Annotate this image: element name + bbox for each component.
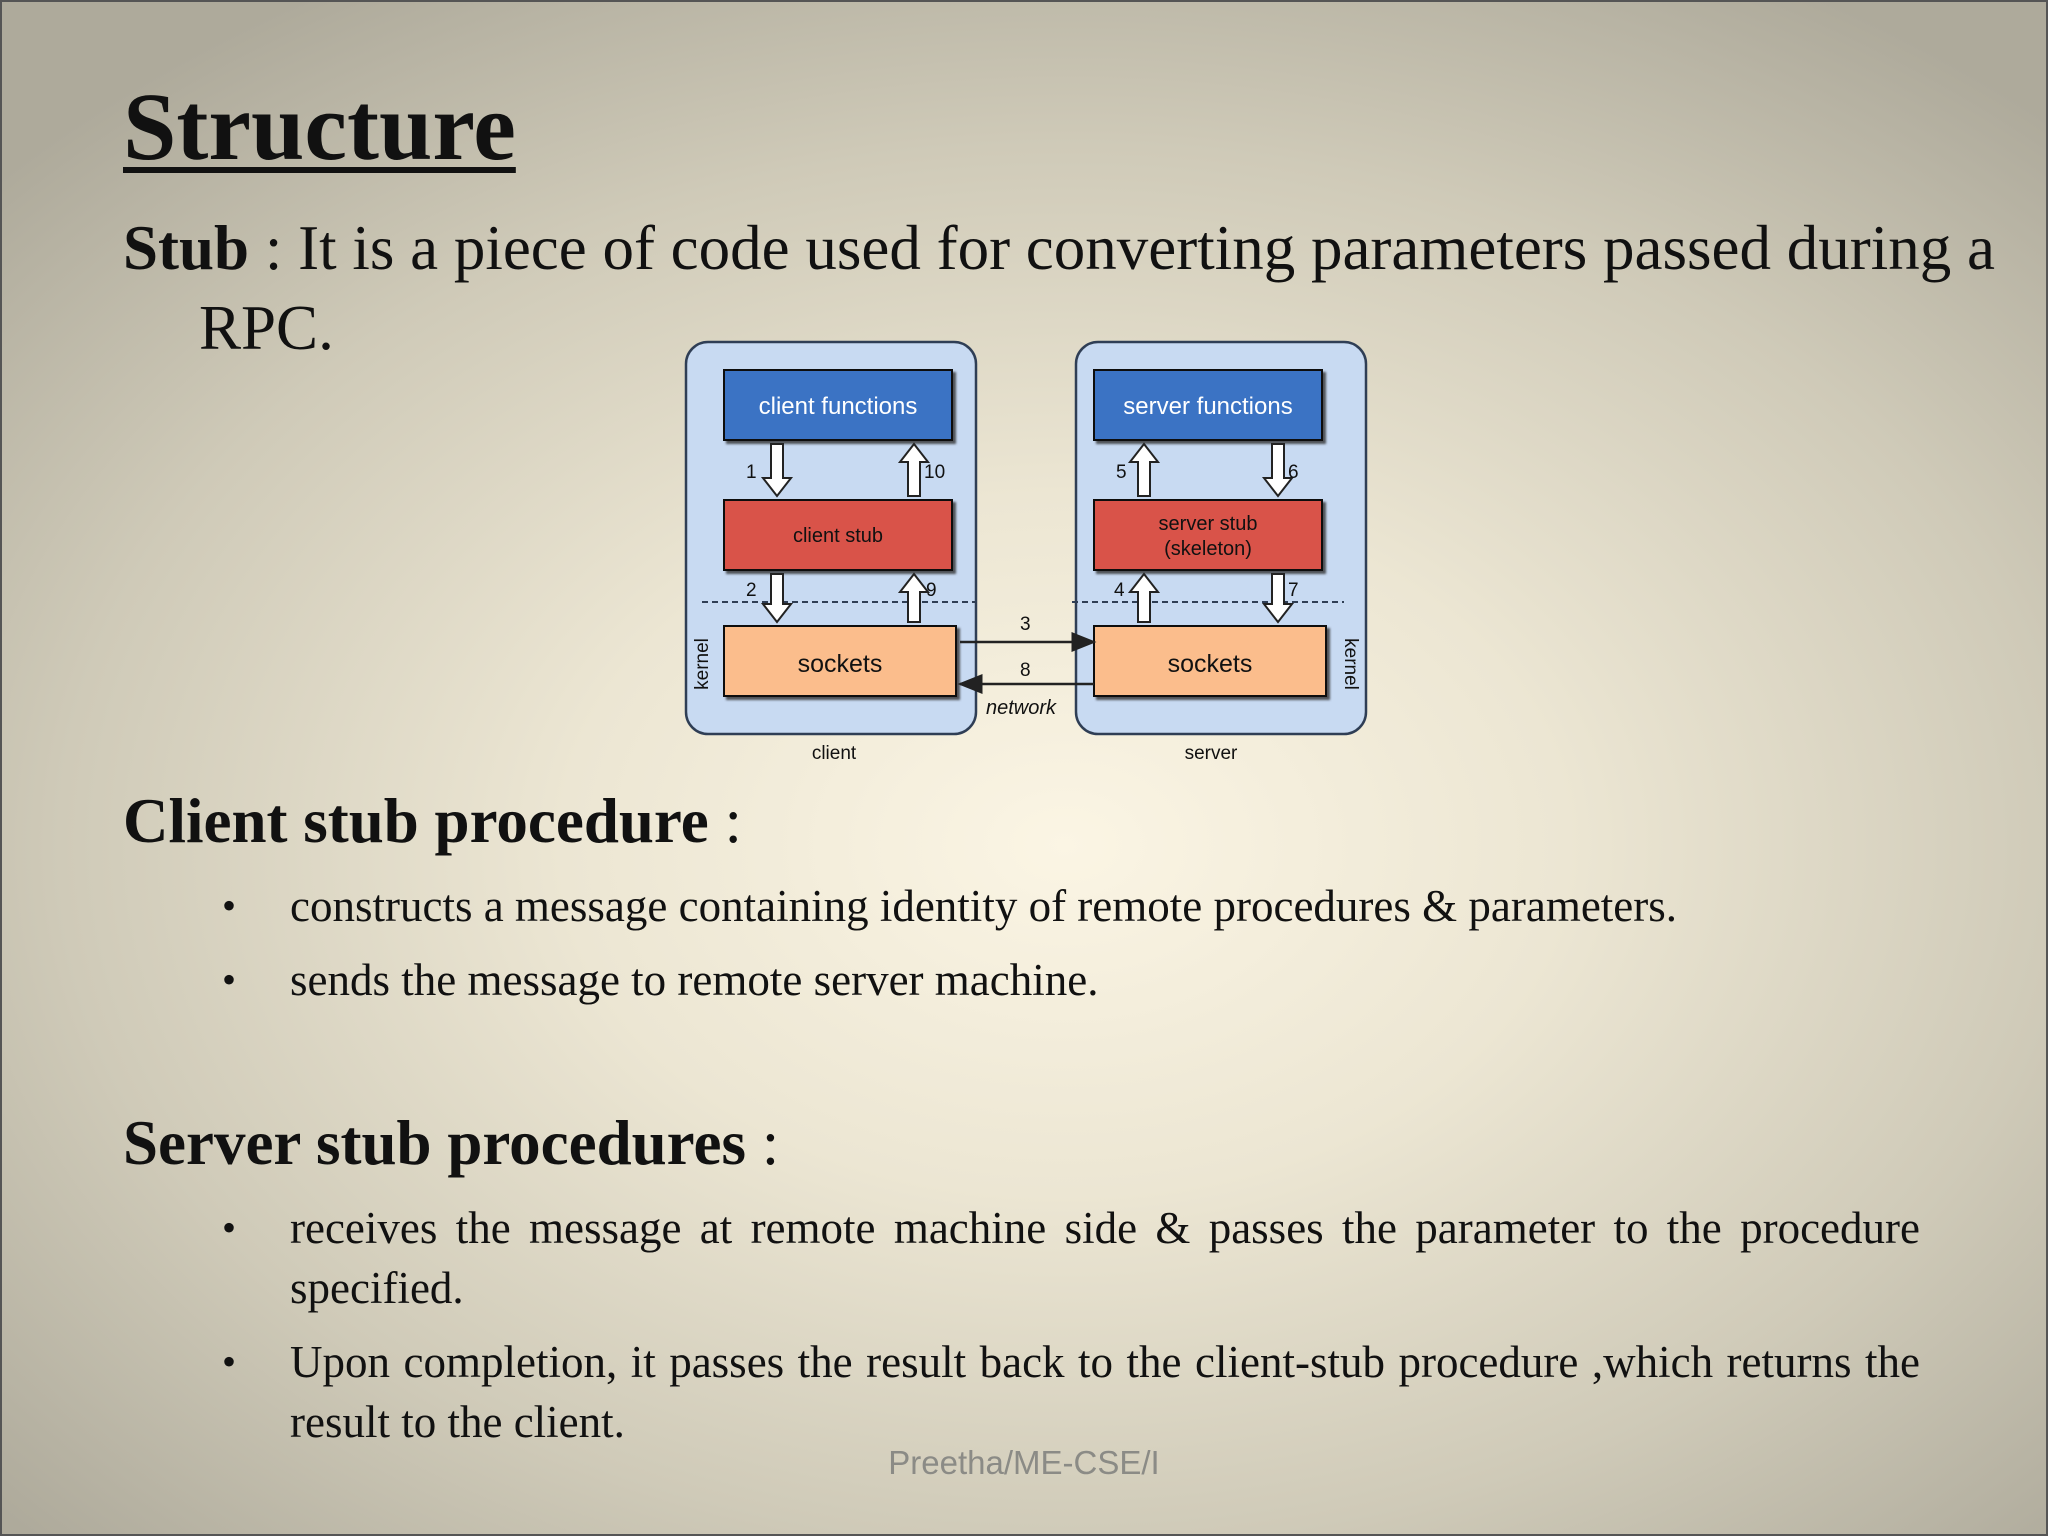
arrow-2-down [760,573,794,624]
kernel-label-right: kernel [1340,638,1361,690]
client-functions-box [723,369,953,441]
step-10: 10 [924,462,945,483]
step-4: 4 [1114,580,1125,601]
server-label: server [1185,743,1238,764]
list-item-text: sends the message to remote server machi… [290,955,1099,1005]
list-item-text: constructs a message containing identity… [290,881,1678,931]
server-stub-heading: Server stub procedures : [123,1106,779,1182]
step-2: 2 [746,580,757,601]
rpc-diagram: client functions client stub sockets ser… [684,340,1369,770]
network-label: network [986,697,1057,719]
list-item: • receives the message at remote machine … [218,1198,1920,1318]
server-stub-heading-suffix: : [746,1108,780,1178]
server-stub-heading-text: Server stub procedures [123,1108,746,1178]
list-item: • sends the message to remote server mach… [218,950,1920,1010]
stub-definition-text: : It is a piece of code used for convert… [199,213,1995,363]
arrow-1-down [760,443,794,498]
client-stub-heading: Client stub procedure : [123,784,742,860]
arrow-9-up [897,572,931,623]
arrow-7-down [1261,573,1295,624]
server-functions-box [1093,369,1323,441]
step-6: 6 [1288,462,1299,483]
arrow-6-down [1261,443,1295,498]
stub-term: Stub [123,213,250,283]
client-stub-label: client stub [793,525,883,547]
client-stub-box [723,499,953,571]
client-functions-label: client functions [759,393,918,420]
bullet-icon: • [222,957,237,1002]
client-label: client [812,743,857,764]
arrow-4-up [1127,572,1161,623]
client-stub-heading-suffix: : [708,786,742,856]
step-8: 8 [1020,660,1031,681]
slide-footer: Preetha/ME-CSE/I [888,1444,1160,1481]
list-item: • constructs a message containing identit… [218,876,1920,936]
client-sockets-box [723,625,957,697]
arrow-10-up [897,442,931,497]
step-9: 9 [926,580,937,601]
bullet-icon: • [222,1339,237,1384]
arrow-5-up [1127,442,1161,497]
server-stub-label-line2: (skeleton) [1164,538,1252,560]
list-item-text: receives the message at remote machine s… [290,1203,1920,1313]
list-item: • Upon completion, it passes the result b… [218,1332,1920,1452]
bullet-icon: • [222,883,237,928]
step-5: 5 [1116,462,1127,483]
client-stub-list: • constructs a message containing identit… [218,876,1920,1024]
server-stub-box [1093,499,1323,571]
client-stub-heading-text: Client stub procedure [123,786,709,856]
server-functions-label: server functions [1123,393,1292,420]
server-stub-list: • receives the message at remote machine … [218,1198,1920,1466]
server-sockets-label: sockets [1168,650,1253,678]
slide-title: Structure [123,73,516,180]
step-1: 1 [746,462,757,483]
server-sockets-box [1093,625,1327,697]
stub-definition: Stub : It is a piece of code used for co… [123,208,2004,368]
bullet-icon: • [222,1205,237,1250]
step-7: 7 [1288,580,1299,601]
server-stub-label-line1: server stub [1159,513,1258,535]
kernel-label-left: kernel [692,638,713,690]
client-sockets-label: sockets [798,650,883,678]
list-item-text: Upon completion, it passes the result ba… [290,1337,1920,1447]
step-3: 3 [1020,614,1031,635]
